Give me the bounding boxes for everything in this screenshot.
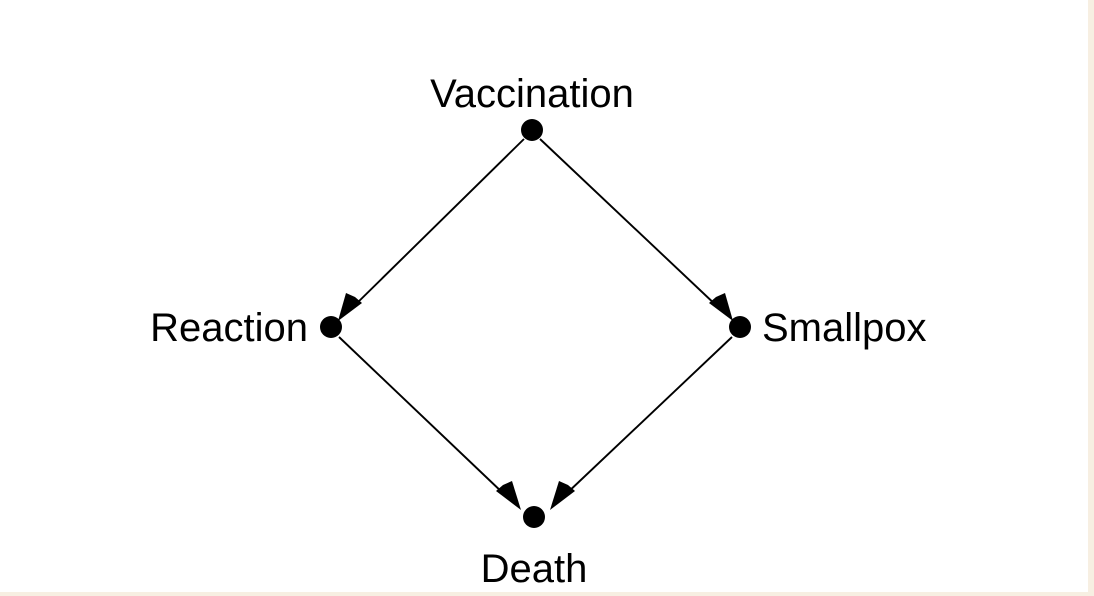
arrowhead-icon [709,293,733,321]
node-death[interactable] [523,506,545,528]
node-vaccination[interactable] [521,119,543,141]
node-smallpox[interactable] [729,316,751,338]
edge-line [539,138,720,309]
arrowhead-icon [496,481,521,510]
edge-reaction-death [338,336,521,510]
edge-vaccination-smallpox [539,138,733,321]
arrowhead-icon [338,293,362,321]
edge-line [351,138,525,309]
node-label-smallpox: Smallpox [762,306,927,350]
edge-smallpox-death [550,336,733,510]
node-label-reaction: Reaction [150,306,308,350]
edge-line [564,336,733,496]
node-label-vaccination: Vaccination [430,72,634,116]
arrowhead-icon [550,481,575,510]
node-label-death: Death [481,547,588,591]
node-reaction[interactable] [320,316,342,338]
edge-line [338,336,506,496]
edge-vaccination-reaction [338,138,525,321]
